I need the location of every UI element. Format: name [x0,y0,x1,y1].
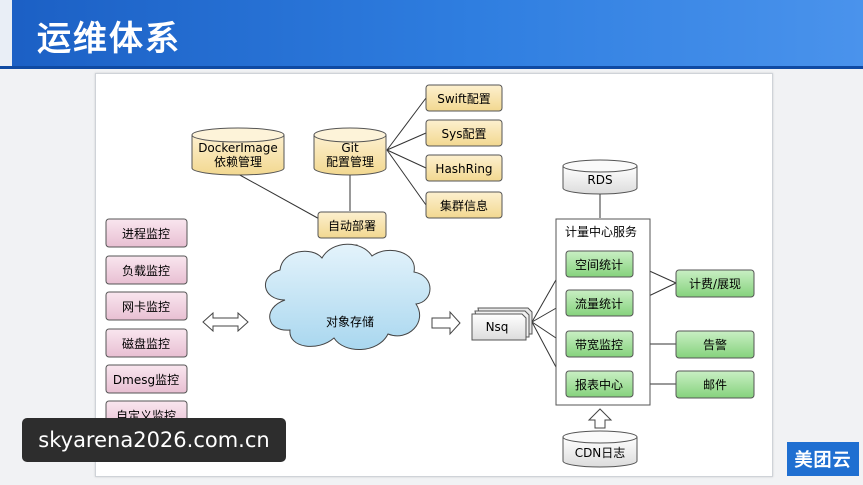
compute-label: 报表中心 [575,377,623,392]
monitor-process [105,218,188,248]
docker-cylinder: DockerImage 依赖管理 [191,127,285,176]
output-alert [675,330,755,359]
config-group: Swift配置 Sys配置 HashRing 集群信息 [425,84,503,219]
config-item-cluster [425,191,503,219]
monitor-label: 负载监控 [122,264,170,278]
compute-label: 带宽监控 [575,337,623,352]
config-item-label: Swift配置 [437,92,491,106]
cloud-shape [264,243,431,351]
docker-label: DockerImage [198,141,278,155]
config-item-label: 集群信息 [440,198,488,213]
rds-cylinder: RDS [562,159,638,195]
monitor-label: 网卡监控 [122,300,170,314]
monitor-nic [105,291,188,321]
config-item-sys [425,119,503,147]
git-sublabel: 配置管理 [326,154,374,169]
git-cylinder: Git 配置管理 [313,127,387,176]
monitor-label: 进程监控 [122,226,170,241]
cdn-cylinder: CDN日志 [562,430,638,468]
config-item-swift [425,84,503,112]
output-label: 计费/展现 [689,277,741,291]
double-arrow-icon [202,311,249,333]
compute-traffic [565,289,634,317]
rds-label: RDS [587,173,612,187]
auto-deploy-box [317,211,387,239]
git-label: Git [341,141,359,155]
right-arrow-icon [431,310,461,336]
config-item-label: HashRing [435,162,492,176]
up-arrow-icon [587,408,613,429]
compute-report [565,370,634,398]
nsq-stack: Nsq [471,307,533,341]
compute-label: 空间统计 [575,258,623,272]
output-label: 邮件 [703,378,727,392]
config-item-hashring [425,154,503,182]
page-title: 运维体系 [37,19,181,59]
storage-label: 对象存储 [326,314,374,329]
output-label: 告警 [703,337,727,352]
docker-sublabel: 依赖管理 [214,154,262,169]
watermark-banner: skyarena2026.com.cn [22,418,286,462]
monitor-load [105,255,188,285]
monitor-dmesg [105,364,188,394]
compute-label: 流量统计 [575,297,623,311]
header-bar: 运维体系 [0,0,863,69]
cdn-label: CDN日志 [575,446,626,460]
compute-space [565,250,634,278]
config-item-label: Sys配置 [442,127,487,141]
auto-deploy-label: 自动部署 [328,218,376,233]
monitor-label: Dmesg监控 [113,373,179,387]
brand-logo: 美团云 [787,442,859,476]
header-stripe [0,0,12,66]
compute-group: 空间统计 流量统计 带宽监控 报表中心 [565,250,634,398]
compute-bandwidth [565,330,634,358]
output-mail [675,370,755,399]
monitor-label: 磁盘监控 [122,336,170,351]
monitor-group: 进程监控 负载监控 网卡监控 磁盘监控 Dmesg监控 自定义监控 [105,218,188,430]
output-group: 计费/展现 告警 邮件 [675,269,755,399]
monitor-disk [105,328,188,358]
output-billing [675,269,755,298]
compute-center-title: 计量中心服务 [565,224,637,239]
nsq-label: Nsq [486,320,509,334]
